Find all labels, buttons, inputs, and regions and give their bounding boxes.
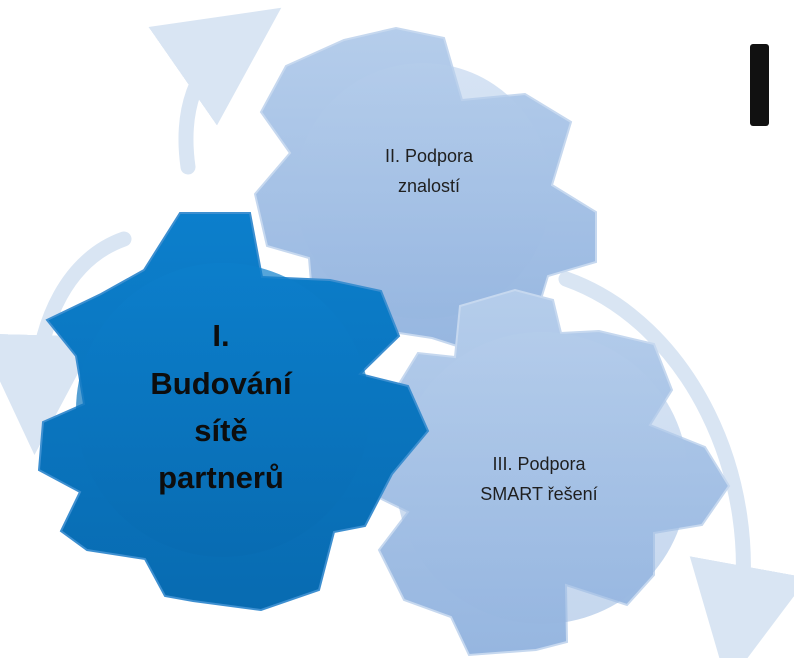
gear-i-label-line-1: I. xyxy=(212,318,229,353)
right-cycle-arrow xyxy=(558,271,794,658)
gear-ii-label-line-1: II. Podpora xyxy=(385,146,474,166)
gear-i-hub xyxy=(76,263,370,557)
decorative-black-bar xyxy=(750,44,769,126)
gear-i-label-line-3: sítě xyxy=(194,413,247,448)
top-left-cycle-arrow xyxy=(148,7,282,175)
cycle-arrows xyxy=(0,7,794,658)
gear-iii-hub xyxy=(396,332,688,624)
gear-i-label-line-4: partnerů xyxy=(158,460,284,495)
gear-iii-label-line-2: SMART řešení xyxy=(480,484,597,504)
gear-ii-label-line-2: znalostí xyxy=(398,176,460,196)
gear-ii-hub xyxy=(295,63,551,319)
gear-iii-label-line-1: III. Podpora xyxy=(492,454,586,474)
gear-iii-smart-solutions-support: III. Podpora SMART řešení xyxy=(355,288,731,657)
gear-i-label-line-2: Budování xyxy=(150,366,293,401)
gear-i-partner-network-building: I. Budování sítě partnerů xyxy=(37,212,430,612)
left-cycle-arrow xyxy=(0,231,132,455)
